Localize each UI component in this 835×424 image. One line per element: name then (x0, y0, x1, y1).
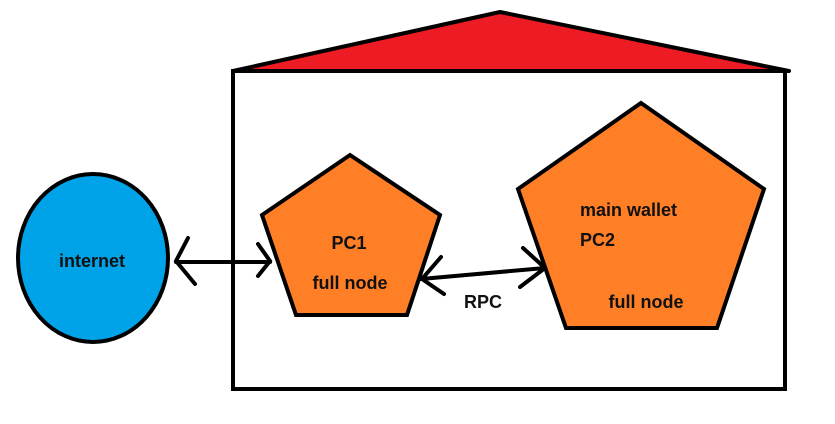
pc2-role: full node (609, 292, 684, 312)
arrow-internet-pc1 (173, 236, 273, 286)
arrow-pc1-pc2 (419, 246, 549, 296)
internet-node (16, 172, 170, 344)
pc2-name: PC2 (580, 230, 615, 250)
house-roof (231, 10, 791, 73)
rpc-label: RPC (464, 292, 502, 312)
pc1-role: full node (313, 273, 388, 293)
pc1-node (259, 152, 443, 317)
pc2-role-top: main wallet (580, 200, 677, 220)
pc1-name: PC1 (331, 233, 366, 253)
house-body (231, 69, 787, 391)
internet-label: internet (59, 251, 125, 271)
pc2-node (515, 100, 767, 330)
